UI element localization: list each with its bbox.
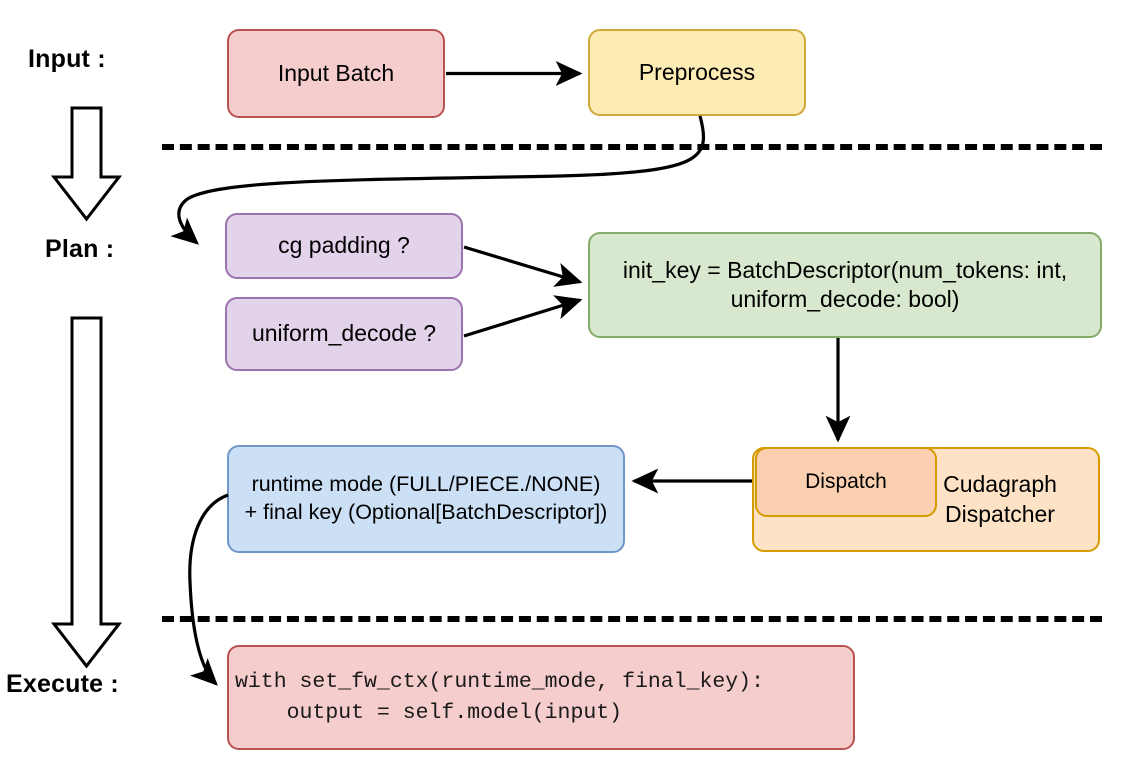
stage-label-execute: Execute : <box>6 670 119 698</box>
node-uniform-decode[interactable]: uniform_decode ? <box>225 297 463 371</box>
stage-arrow-plan-to-execute <box>50 316 123 669</box>
node-runtime-mode-line2: + final key (Optional[BatchDescriptor]) <box>244 500 608 524</box>
node-preprocess[interactable]: Preprocess <box>588 29 806 116</box>
node-execute-code-line1: with set_fw_ctx(runtime_mode, final_key)… <box>235 669 764 694</box>
section-divider-plan-execute <box>162 616 1102 622</box>
stage-arrow-input-to-plan <box>50 106 123 222</box>
node-input-batch[interactable]: Input Batch <box>227 29 445 118</box>
node-cudagraph-dispatcher-line1: Cudagraph <box>943 470 1057 497</box>
node-init-key-line2: uniform_decode: bool) <box>730 286 960 312</box>
edge-uniform-decode-to-init-key <box>463 295 583 338</box>
node-cg-padding-label: cg padding ? <box>278 232 410 259</box>
node-dispatch-label: Dispatch <box>805 469 887 493</box>
node-execute-code-line2: output = self.model(input) <box>235 700 623 725</box>
node-runtime-mode[interactable]: runtime mode (FULL/PIECE./NONE) + final … <box>227 445 625 553</box>
stage-label-plan: Plan : <box>45 235 115 263</box>
node-dispatch[interactable]: Dispatch <box>755 447 937 517</box>
node-cudagraph-dispatcher-label: Cudagraph Dispatcher <box>920 470 1080 530</box>
stage-label-input: Input : <box>28 45 106 73</box>
node-init-key[interactable]: init_key = BatchDescriptor(num_tokens: i… <box>588 232 1102 338</box>
section-divider-input-plan <box>162 144 1102 150</box>
edge-runtime-mode-to-execute-code <box>188 493 229 686</box>
node-cg-padding[interactable]: cg padding ? <box>225 213 463 279</box>
node-cudagraph-dispatcher-line2: Dispatcher <box>945 500 1055 527</box>
node-execute-code[interactable]: with set_fw_ctx(runtime_mode, final_key)… <box>227 645 855 750</box>
node-input-batch-label: Input Batch <box>277 59 395 86</box>
node-runtime-mode-line1: runtime mode (FULL/PIECE./NONE) <box>251 472 601 497</box>
edge-cg-padding-to-init-key <box>463 245 583 287</box>
node-init-key-line1: init_key = BatchDescriptor(num_tokens: i… <box>622 256 1068 283</box>
node-preprocess-label: Preprocess <box>638 58 756 85</box>
node-uniform-decode-label: uniform_decode ? <box>251 320 437 347</box>
